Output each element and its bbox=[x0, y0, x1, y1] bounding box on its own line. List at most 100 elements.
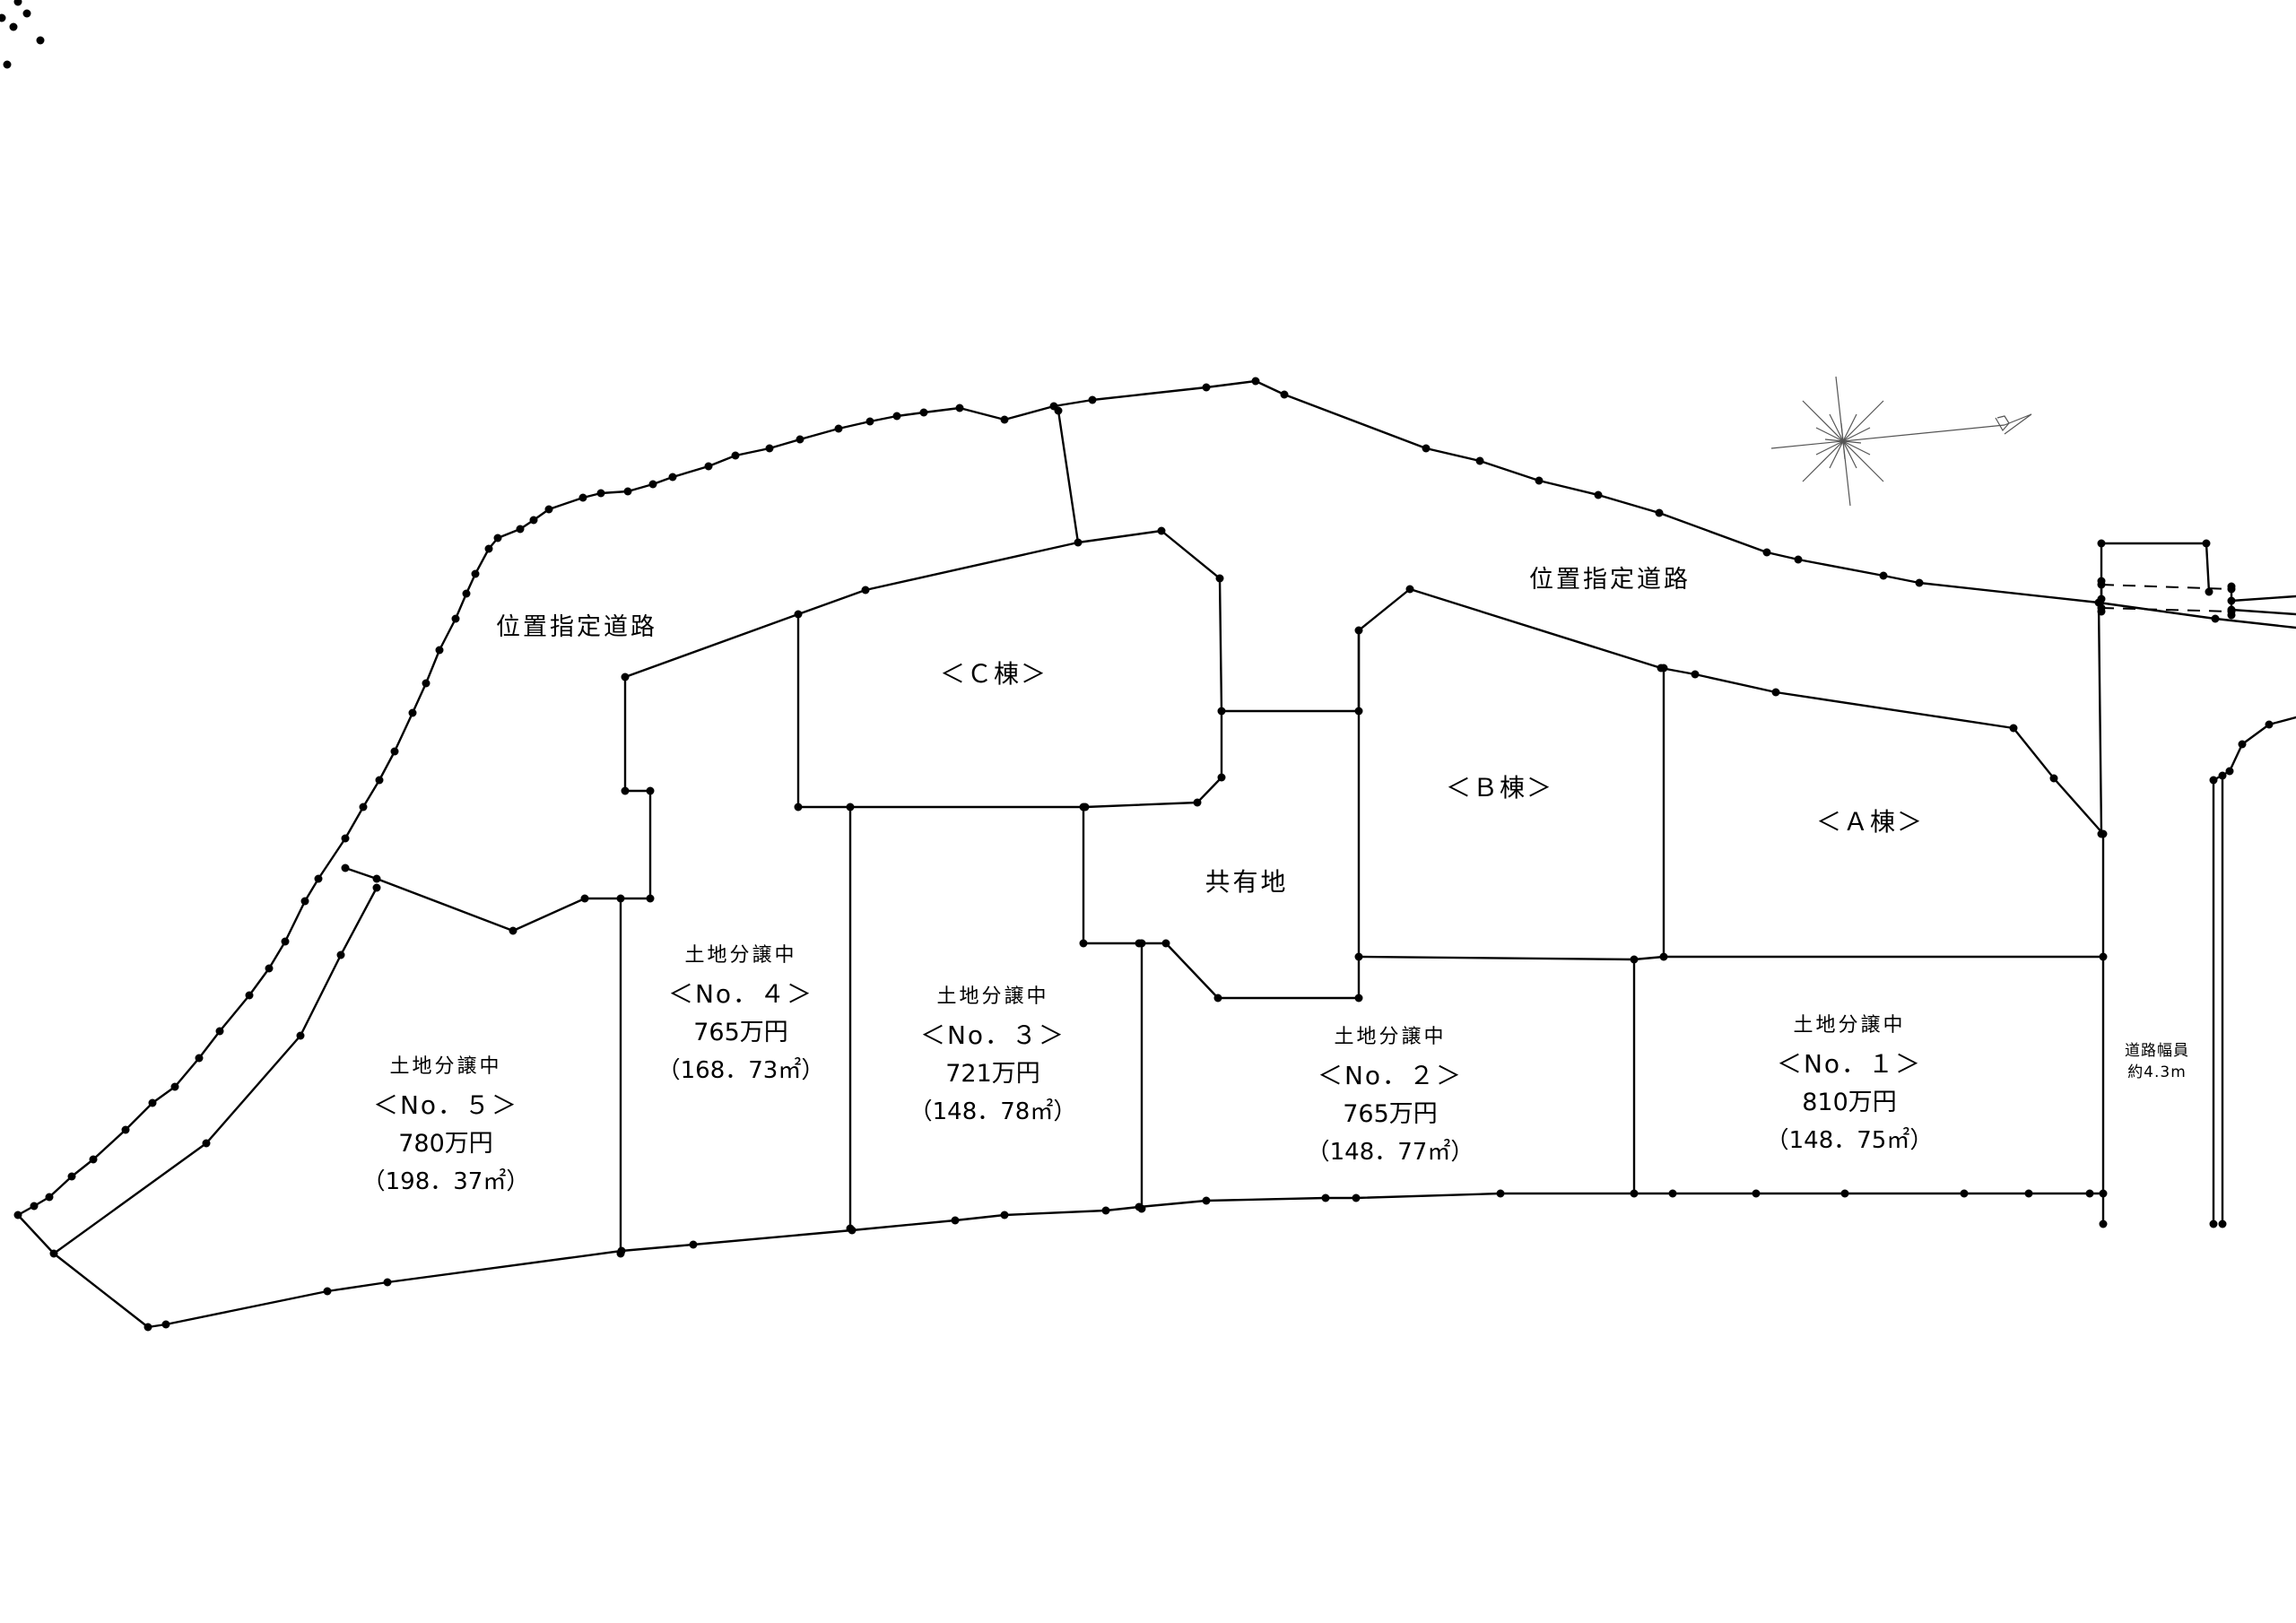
survey-point bbox=[1535, 476, 1544, 485]
lot-price: 765万円 bbox=[693, 1019, 788, 1046]
survey-point bbox=[1352, 1193, 1361, 1202]
survey-point bbox=[1193, 798, 1202, 807]
survey-point bbox=[516, 525, 525, 534]
lot-price: 780万円 bbox=[398, 1130, 493, 1158]
survey-point bbox=[49, 1249, 58, 1258]
survey-point bbox=[2049, 774, 2058, 783]
survey-point bbox=[2099, 1189, 2108, 1198]
survey-point bbox=[544, 505, 553, 514]
survey-point bbox=[390, 747, 399, 756]
survey-point bbox=[616, 894, 625, 903]
survey-point bbox=[323, 1287, 332, 1296]
survey-point bbox=[1088, 395, 1097, 404]
left-road-label: 位置指定道路 bbox=[496, 613, 657, 641]
common-area-label: 共有地 bbox=[1205, 867, 1289, 897]
survey-point bbox=[646, 786, 655, 795]
survey-point bbox=[195, 1054, 204, 1063]
entry-post-outline bbox=[2100, 542, 2211, 601]
survey-point bbox=[161, 1320, 170, 1329]
survey-point bbox=[1752, 1189, 1761, 1198]
survey-point bbox=[1659, 952, 1668, 961]
survey-point bbox=[1074, 538, 1083, 547]
survey-point bbox=[265, 964, 274, 973]
survey-point bbox=[170, 1082, 179, 1091]
lot-number: ＜No．２＞ bbox=[1317, 1061, 1464, 1090]
survey-point bbox=[1794, 555, 1803, 564]
survey-point bbox=[281, 937, 290, 946]
building-c-outline bbox=[796, 529, 1223, 809]
survey-point bbox=[648, 480, 657, 489]
east-road-inner-line-2 bbox=[2230, 608, 2296, 616]
building-c-upper-tie bbox=[1057, 409, 1080, 544]
lot-status: 土地分譲中 bbox=[1334, 1026, 1447, 1048]
lot-area: （168．73㎡） bbox=[657, 1057, 825, 1084]
survey-point bbox=[30, 1202, 39, 1211]
survey-point bbox=[2218, 1219, 2227, 1228]
survey-point bbox=[383, 1278, 392, 1287]
survey-point bbox=[1594, 490, 1603, 499]
survey-point bbox=[621, 786, 630, 795]
building-b-outline bbox=[1220, 587, 2105, 836]
survey-point bbox=[668, 473, 677, 482]
survey-point bbox=[1054, 406, 1063, 415]
road-width-label: 道路幅員 bbox=[2125, 1042, 2189, 1060]
survey-point bbox=[2218, 771, 2227, 780]
survey-point bbox=[704, 462, 713, 471]
survey-point bbox=[892, 412, 901, 421]
survey-point bbox=[296, 1031, 305, 1040]
survey-point bbox=[1213, 994, 1222, 1002]
survey-point bbox=[1840, 1189, 1849, 1198]
survey-point bbox=[2097, 595, 2106, 603]
survey-point bbox=[36, 36, 45, 45]
north-boundary-line bbox=[16, 379, 2100, 1217]
survey-point bbox=[372, 883, 381, 892]
survey-point bbox=[623, 487, 632, 496]
lot-number: ＜No．３＞ bbox=[919, 1020, 1066, 1050]
survey-point bbox=[3, 60, 12, 69]
survey-point bbox=[341, 864, 350, 872]
survey-point bbox=[245, 991, 254, 1000]
survey-point bbox=[1251, 377, 1260, 386]
survey-point bbox=[2097, 539, 2106, 548]
survey-point bbox=[1762, 548, 1771, 557]
survey-point bbox=[1354, 952, 1363, 961]
survey-point bbox=[794, 610, 803, 619]
survey-point bbox=[1202, 1196, 1211, 1205]
east-road-edge bbox=[2097, 601, 2296, 629]
survey-point bbox=[2209, 776, 2218, 785]
survey-point bbox=[202, 1139, 211, 1148]
survey-point bbox=[1659, 664, 1668, 673]
survey-point bbox=[846, 803, 855, 812]
survey-point bbox=[794, 803, 803, 812]
lot-area: （148．75㎡） bbox=[1765, 1127, 1934, 1154]
survey-point bbox=[67, 1172, 76, 1181]
survey-point bbox=[596, 489, 605, 498]
survey-point bbox=[2097, 829, 2106, 838]
survey-point bbox=[796, 435, 804, 444]
survey-point bbox=[1960, 1189, 1969, 1198]
survey-point bbox=[359, 803, 368, 812]
survey-point bbox=[1630, 955, 1639, 964]
survey-point bbox=[2238, 740, 2247, 749]
survey-point bbox=[2205, 587, 2213, 596]
survey-point bbox=[865, 417, 874, 426]
survey-point bbox=[1079, 803, 1088, 812]
lot4-north-line bbox=[623, 612, 800, 900]
lot5-north-line bbox=[375, 877, 652, 933]
survey-point bbox=[89, 1155, 98, 1164]
road-width-value: 約4.3m bbox=[2127, 1063, 2187, 1081]
survey-point bbox=[731, 451, 740, 460]
survey-point bbox=[2097, 607, 2106, 616]
survey-point bbox=[484, 544, 493, 553]
survey-point bbox=[314, 874, 323, 883]
south-boundary-line bbox=[52, 1192, 2105, 1329]
survey-point bbox=[1879, 571, 1888, 580]
survey-point bbox=[2265, 720, 2274, 729]
survey-point bbox=[509, 926, 517, 935]
survey-point bbox=[1405, 585, 1414, 594]
survey-point bbox=[846, 1224, 855, 1233]
lot5-road-tie bbox=[344, 866, 378, 881]
survey-point bbox=[919, 408, 928, 417]
survey-point bbox=[621, 673, 630, 681]
survey-point bbox=[1496, 1189, 1505, 1198]
